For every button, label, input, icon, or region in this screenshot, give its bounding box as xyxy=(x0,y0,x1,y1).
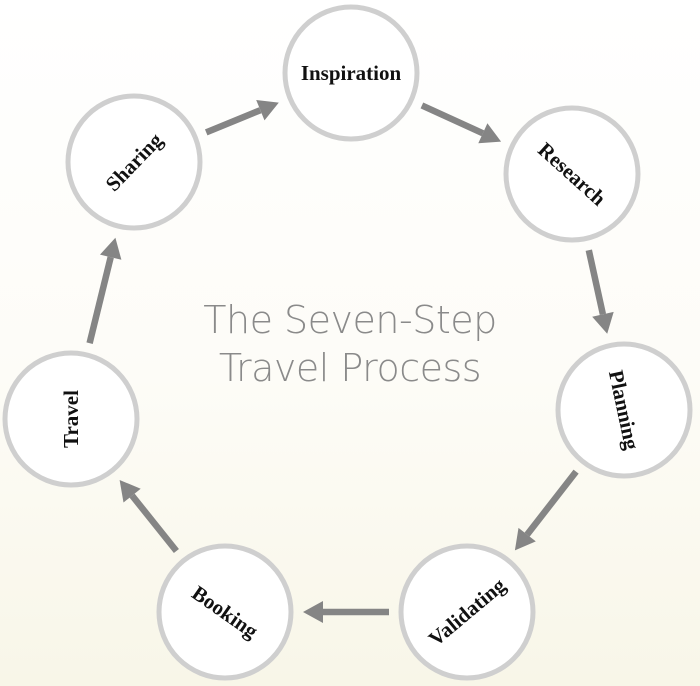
step-circle xyxy=(555,341,693,479)
arrow-shaft xyxy=(585,249,607,315)
arrow-shaft xyxy=(204,107,262,136)
step-node-inspiration: Inspiration xyxy=(282,4,420,142)
arrow-head xyxy=(119,480,141,503)
arrow-research-to-planning xyxy=(585,249,614,334)
step-node-travel: Travel xyxy=(2,350,140,488)
arrow-booking-to-travel xyxy=(119,480,179,554)
step-node-planning: Planning xyxy=(555,341,693,479)
step-label-travel: Travel xyxy=(59,390,83,448)
arrow-head xyxy=(592,311,614,334)
step-circle xyxy=(2,350,140,488)
arrow-validating-to-booking xyxy=(303,601,389,623)
arrow-head xyxy=(100,237,122,260)
step-node-research: Research xyxy=(503,105,641,243)
arrow-planning-to-validating xyxy=(514,469,579,551)
arrow-shaft xyxy=(129,493,179,554)
arrow-sharing-to-inspiration xyxy=(204,100,279,136)
step-node-sharing: Sharing xyxy=(65,93,203,231)
arrow-shaft xyxy=(524,469,579,537)
diagram-title: The Seven-Step Travel Process xyxy=(150,296,550,392)
step-circle xyxy=(398,543,536,681)
step-circle xyxy=(503,105,641,243)
arrow-head xyxy=(256,100,279,121)
arrow-travel-to-sharing xyxy=(86,237,122,344)
arrow-head xyxy=(303,601,323,623)
step-circle xyxy=(282,4,420,142)
step-circle xyxy=(65,93,203,231)
arrows xyxy=(86,100,614,623)
arrow-shaft xyxy=(86,256,114,344)
step-node-booking: Booking xyxy=(156,543,294,681)
diagram-title-line-1: The Seven-Step xyxy=(203,298,497,342)
arrow-inspiration-to-research xyxy=(420,102,502,144)
step-node-validating: Validating xyxy=(398,543,536,681)
arrow-head xyxy=(514,527,536,551)
step-circle xyxy=(156,543,294,681)
diagram-title-line-2: Travel Process xyxy=(218,346,482,390)
arrow-shaft xyxy=(420,102,485,137)
step-label-inspiration: Inspiration xyxy=(301,61,402,85)
arrow-head xyxy=(478,123,502,144)
